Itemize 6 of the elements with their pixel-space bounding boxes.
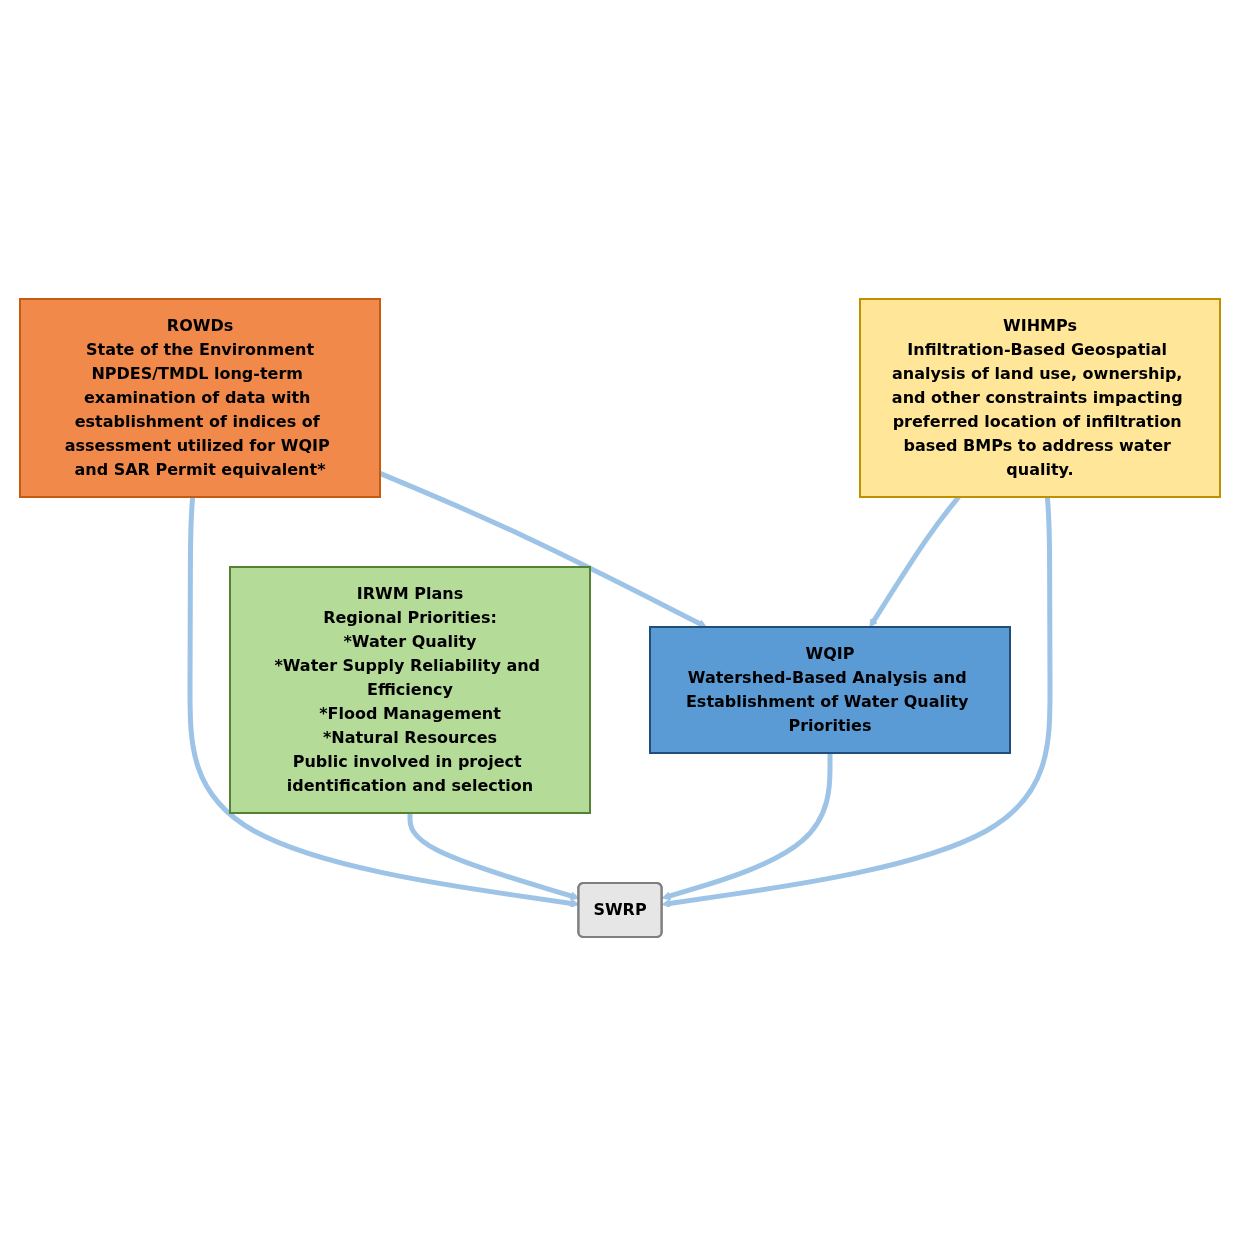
arrow <box>661 496 1052 908</box>
node-box <box>858 298 1221 498</box>
node-box <box>228 566 591 814</box>
node-box <box>18 298 381 498</box>
arrow <box>661 753 832 901</box>
node-box <box>648 626 1011 754</box>
